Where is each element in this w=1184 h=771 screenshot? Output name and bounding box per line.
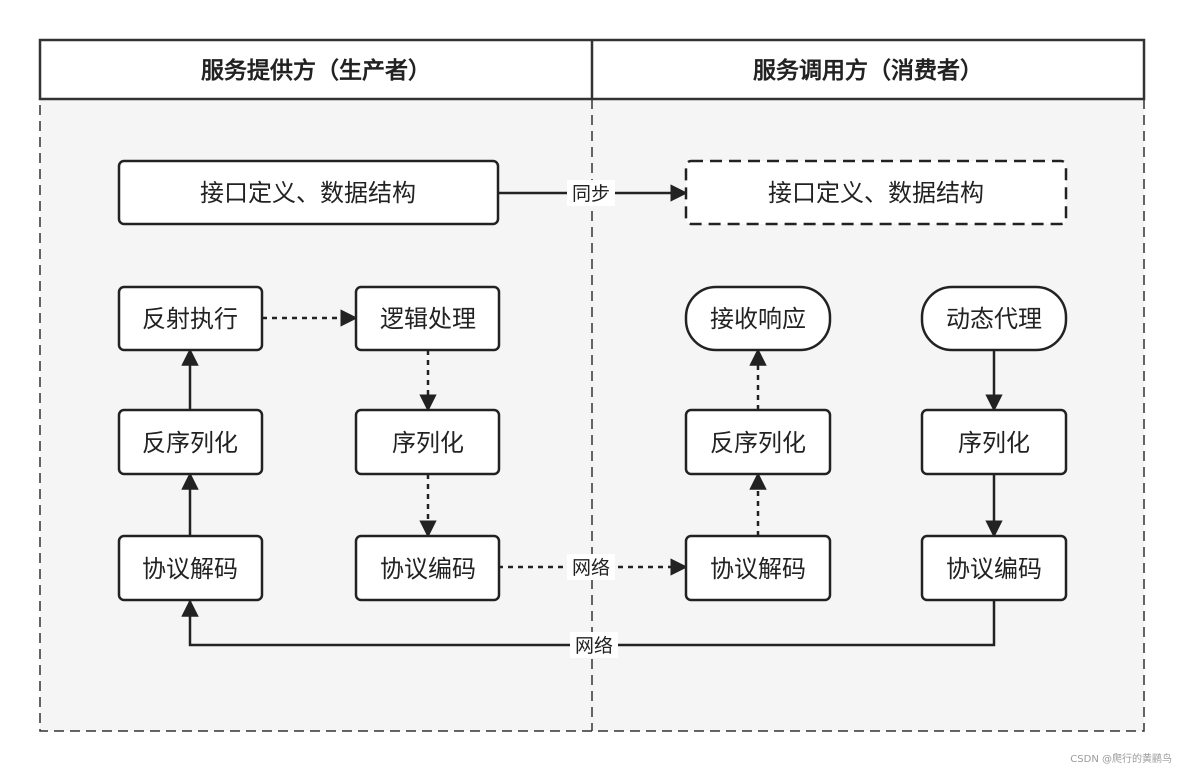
label-logic-process: 逻辑处理 (380, 305, 476, 333)
node-provider-decode (117, 534, 264, 602)
label-provider-decode: 协议解码 (142, 555, 238, 583)
node-logic-process (354, 285, 501, 352)
label-consumer-encode: 协议编码 (946, 555, 1042, 583)
label-reflect-exec: 反射执行 (142, 305, 238, 333)
node-provider-encode (354, 534, 501, 602)
label-consumer-serialize: 序列化 (958, 429, 1030, 457)
label-receive-response: 接收响应 (710, 305, 806, 333)
lane-header-provider: 服务提供方（生产者） (201, 57, 431, 84)
swimlane-container: 服务提供方（生产者） 服务调用方（消费者） (38, 38, 1146, 732)
lane-header-consumer: 服务调用方（消费者） (753, 57, 983, 84)
node-receive-response (684, 285, 832, 352)
label-provider-deserialize: 反序列化 (142, 429, 238, 457)
node-consumer-encode (920, 534, 1068, 602)
node-provider-deserialize (117, 408, 264, 476)
label-provider-serialize: 序列化 (392, 429, 464, 457)
edge-label-network-request: 网络 (575, 635, 613, 657)
csdn-watermark: CSDN @爬行的黄鹂鸟 (1070, 752, 1172, 765)
label-interface-def-copy: 接口定义、数据结构 (768, 179, 984, 207)
edge-labels: 同步 网络 网络 (567, 180, 618, 658)
node-reflect-exec (117, 285, 264, 352)
label-consumer-deserialize: 反序列化 (710, 429, 806, 457)
label-provider-encode: 协议编码 (380, 555, 476, 583)
label-consumer-decode: 协议解码 (710, 555, 806, 583)
label-bg-network-request (570, 632, 618, 658)
node-interface-def-copy (684, 159, 1068, 226)
node-labels: 接口定义、数据结构 接口定义、数据结构 反射执行 逻辑处理 反序列化 序列化 协… (142, 179, 1042, 583)
label-interface-def: 接口定义、数据结构 (200, 179, 416, 207)
label-bg-network-response (567, 554, 615, 580)
node-interface-def (117, 159, 500, 226)
background-watermark (0, 0, 1, 1)
node-provider-serialize (354, 408, 501, 476)
nodes (117, 159, 1068, 602)
node-dynamic-proxy (920, 285, 1068, 352)
edge-label-network-response: 网络 (572, 557, 610, 579)
node-consumer-deserialize (684, 408, 832, 476)
label-dynamic-proxy: 动态代理 (946, 305, 1042, 333)
node-consumer-decode (684, 534, 832, 602)
edge-label-sync: 同步 (572, 183, 610, 205)
label-bg-sync (567, 180, 615, 206)
node-consumer-serialize (920, 408, 1068, 476)
